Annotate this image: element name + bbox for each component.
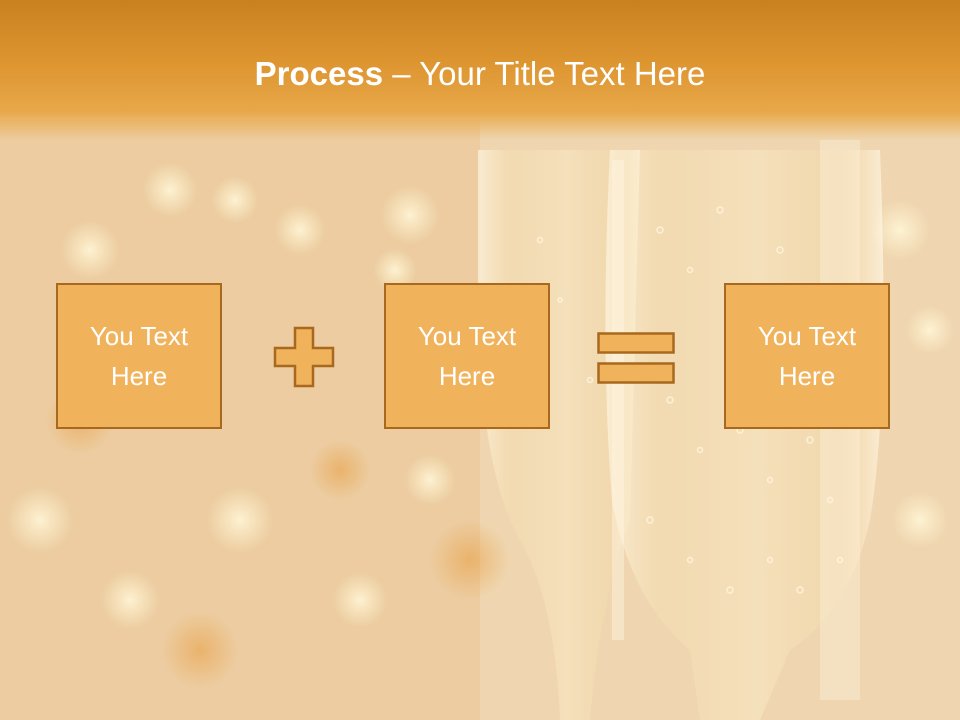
text-box-1-label: You Text Here — [90, 316, 188, 396]
slide-title: Process – Your Title Text Here — [0, 52, 960, 96]
text-box-3[interactable]: You Text Here — [724, 283, 890, 429]
text-box-1-line-1: You Text — [89, 321, 189, 351]
text-box-2-label: You Text Here — [418, 316, 516, 396]
equals-icon — [597, 332, 675, 384]
title-rest: – Your Title Text Here — [383, 55, 706, 92]
text-box-3-line-2: Here — [778, 361, 836, 391]
text-box-1-line-2: Here — [110, 361, 168, 391]
text-box-3-line-1: You Text — [757, 321, 857, 351]
text-box-1[interactable]: You Text Here — [56, 283, 222, 429]
title-bar — [0, 0, 960, 140]
text-box-2[interactable]: You Text Here — [384, 283, 550, 429]
title-bold: Process — [254, 55, 384, 92]
text-box-3-label: You Text Here — [758, 316, 856, 396]
plus-icon — [273, 326, 335, 388]
text-box-2-line-1: You Text — [417, 321, 517, 351]
text-box-2-line-2: Here — [438, 361, 496, 391]
